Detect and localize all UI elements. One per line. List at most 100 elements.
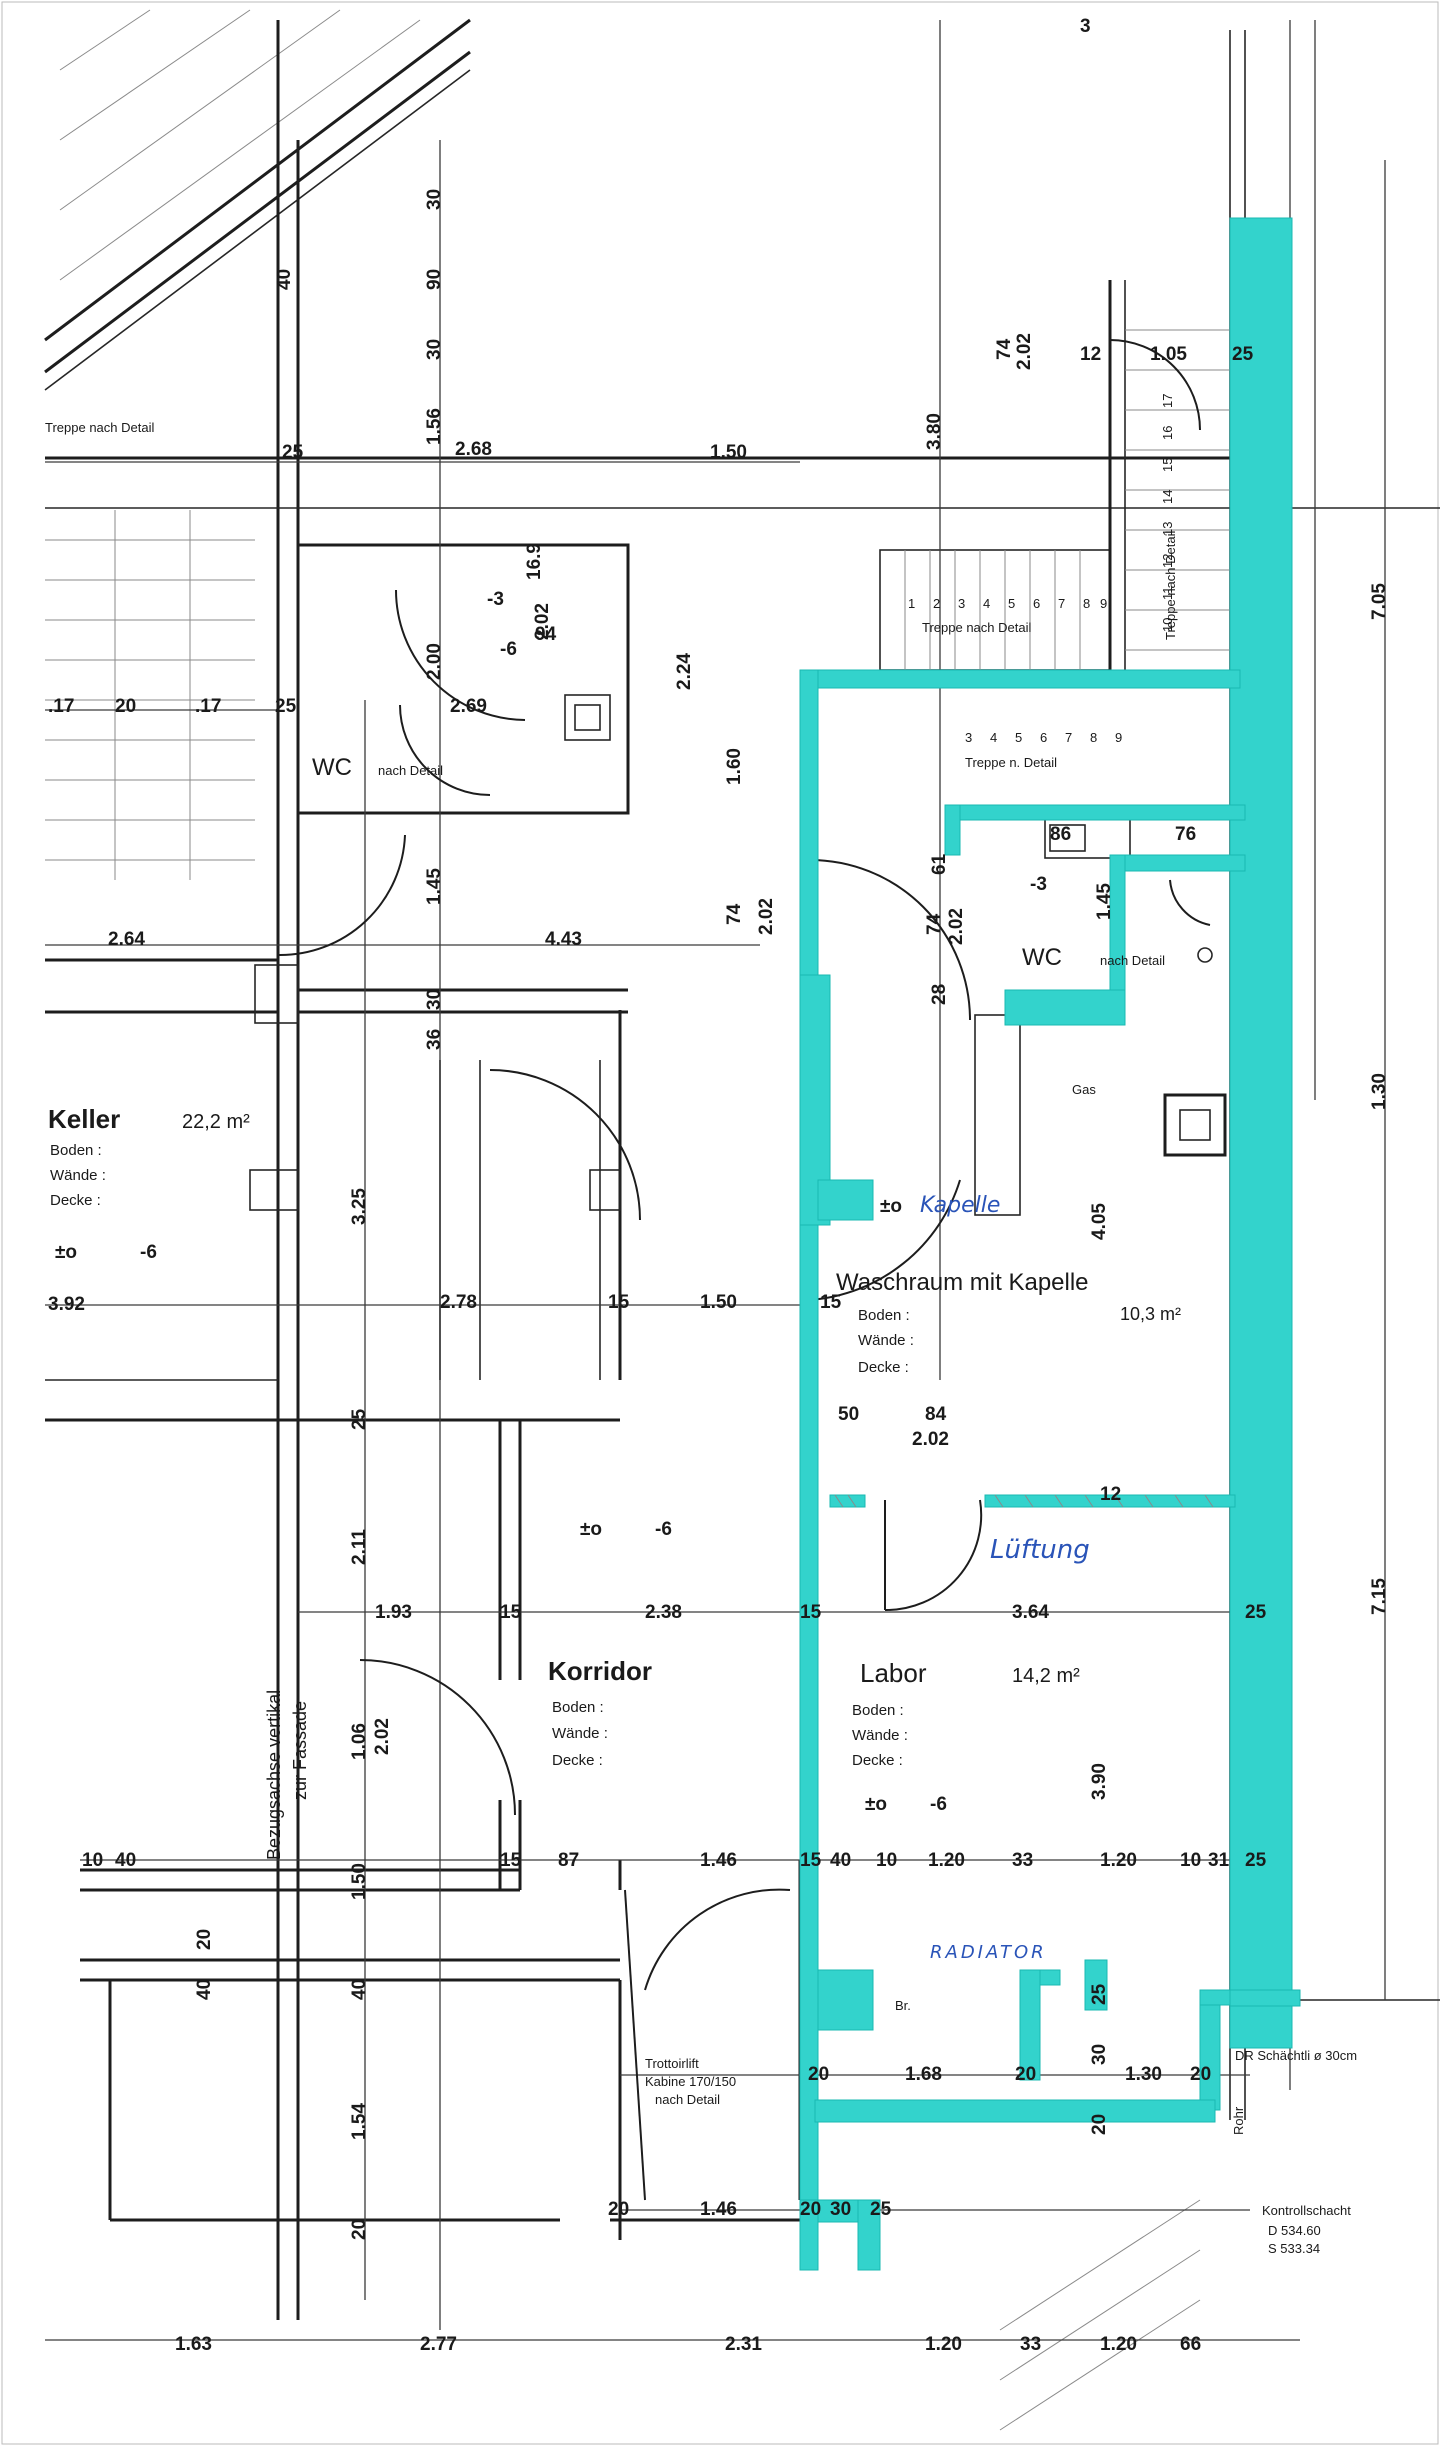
- dim-text: 2.64: [108, 929, 145, 950]
- dim-text: 2.68: [455, 439, 492, 460]
- gas-label: Gas: [1072, 1082, 1096, 1097]
- highlighted-walls: [799, 217, 1301, 2271]
- dim-text: 2.31: [725, 2334, 762, 2355]
- stair-step: 9: [1100, 596, 1107, 611]
- stair-step: 3: [965, 730, 972, 745]
- dim-text: 15: [500, 1850, 522, 1871]
- stair-step: 5: [1015, 730, 1022, 745]
- room-area: 10,3 m²: [1120, 1304, 1181, 1324]
- dim-text: 2.38: [645, 1602, 682, 1623]
- dim-text: 2.00: [424, 643, 445, 680]
- room-wc-left: WC nach Detail -3 -6: [312, 589, 517, 781]
- dim-text: 1.46: [700, 1850, 737, 1871]
- level-mark: -3: [1030, 874, 1047, 895]
- dim-text: 1.20: [928, 1850, 965, 1871]
- door-dim: 74: [994, 338, 1015, 360]
- dim-text: 3.90: [1089, 1763, 1110, 1800]
- door-dim: 94: [535, 624, 557, 645]
- dim-text: 33: [1012, 1850, 1033, 1871]
- door-dim: 86: [1050, 824, 1071, 845]
- stair-step: 9: [1115, 730, 1122, 745]
- br-label: Br.: [895, 1998, 911, 2013]
- dim-text: 2.77: [420, 2334, 457, 2355]
- dim-text: 25: [1245, 1602, 1267, 1623]
- room-walls: Wände :: [858, 1332, 914, 1349]
- stair-step: 4: [983, 596, 990, 611]
- dim-text: 30: [424, 189, 445, 210]
- stair-label-1: Treppe nach Detail: [45, 420, 154, 435]
- fixtures: [564, 694, 1263, 1895]
- dim-text: 25: [870, 2199, 892, 2220]
- dim-text: 2.02: [372, 1718, 393, 1755]
- dim-text: 1.06: [349, 1723, 370, 1760]
- gas-appliance: [974, 1014, 1021, 1216]
- dim-text: 4.05: [1089, 1203, 1110, 1240]
- dim-text: 20: [608, 2199, 629, 2220]
- dim-text: 10: [82, 1850, 103, 1871]
- dim-text: 74: [924, 913, 945, 935]
- dim-text: 33: [1020, 2334, 1041, 2355]
- room-name: Labor: [860, 1658, 927, 1688]
- stair-label-vertical: Treppe nach Detail: [1163, 531, 1178, 640]
- radiator-label: RADIATOR: [930, 1942, 1047, 1963]
- dim-text: 10: [876, 1850, 897, 1871]
- dim-text: 1.68: [905, 2064, 942, 2085]
- dim-text: 1.56: [424, 408, 445, 445]
- door-dim: 50: [838, 1404, 859, 1425]
- dim-text: 1.50: [710, 442, 747, 463]
- dim-text: 1.63: [175, 2334, 212, 2355]
- stair-step: 3: [958, 596, 965, 611]
- stair-step: 6: [1033, 596, 1040, 611]
- dim-text: 3.25: [349, 1188, 370, 1225]
- stair-step: 7: [1058, 596, 1065, 611]
- room-walls: Wände :: [50, 1167, 106, 1184]
- room-floor: Boden :: [50, 1142, 102, 1159]
- dim-text: 28: [929, 984, 950, 1005]
- luftung-hatch: [834, 1494, 1214, 1508]
- dim-text: 30: [830, 2199, 851, 2220]
- dim-text: 4.43: [545, 929, 582, 950]
- dimension-lines: [45, 20, 1386, 2341]
- dim-text: 40: [115, 1850, 136, 1871]
- handwritten-note: Kapelle: [920, 1193, 1000, 1218]
- dim-text: .17: [195, 696, 221, 717]
- dim-text: 2.02: [946, 908, 967, 945]
- control-shaft-s: S 533.34: [1268, 2241, 1320, 2256]
- dim-text: 1.20: [1100, 1850, 1137, 1871]
- room-floor: Boden :: [852, 1702, 904, 1719]
- dim-text: 40: [830, 1850, 851, 1871]
- dim-text: 15: [800, 1602, 822, 1623]
- dim-text: 16.9: [524, 543, 545, 580]
- dim-text: 1.20: [1100, 2334, 1137, 2355]
- room-note: nach Detail: [378, 763, 443, 778]
- dim-text: 40: [274, 269, 295, 290]
- dim-text: 40: [194, 1979, 215, 2000]
- axis-label-1: Bezugsachse vertikal: [264, 1690, 284, 1860]
- dim-text: 1.50: [349, 1863, 370, 1900]
- dim-text: 20: [1015, 2064, 1036, 2085]
- dim-text: 1.05: [1150, 344, 1187, 365]
- dim-text: 2.11: [349, 1529, 370, 1565]
- stair-step: 11: [1160, 587, 1175, 601]
- stair-step: 13: [1160, 522, 1175, 536]
- sink-right: [1163, 1093, 1227, 1157]
- wc-bowl-left: [564, 694, 611, 741]
- dim-text: 31: [1208, 1850, 1230, 1871]
- dim-text: 61: [929, 853, 950, 875]
- dim-text: 90: [424, 269, 445, 290]
- level-mark-2: -6: [930, 1794, 947, 1815]
- door-dim: 84: [925, 1404, 947, 1425]
- dim-text: 36: [424, 1029, 445, 1050]
- dim-text: 30: [424, 989, 445, 1010]
- stair-step: 6: [1040, 730, 1047, 745]
- stair-label-3: Treppe n. Detail: [965, 755, 1057, 770]
- axis-label-2: zur Fassade: [290, 1701, 310, 1800]
- stair-label-2: Treppe nach Detail: [922, 620, 1031, 635]
- room-walls: Wände :: [852, 1727, 908, 1744]
- dim-text: 20: [1190, 2064, 1211, 2085]
- stair-step: 4: [990, 730, 997, 745]
- stair-step: 1: [908, 596, 915, 611]
- dim-text: 3.64: [1012, 1602, 1049, 1623]
- room-floor: Boden :: [858, 1307, 910, 1324]
- dim-text: 20: [1089, 2114, 1110, 2135]
